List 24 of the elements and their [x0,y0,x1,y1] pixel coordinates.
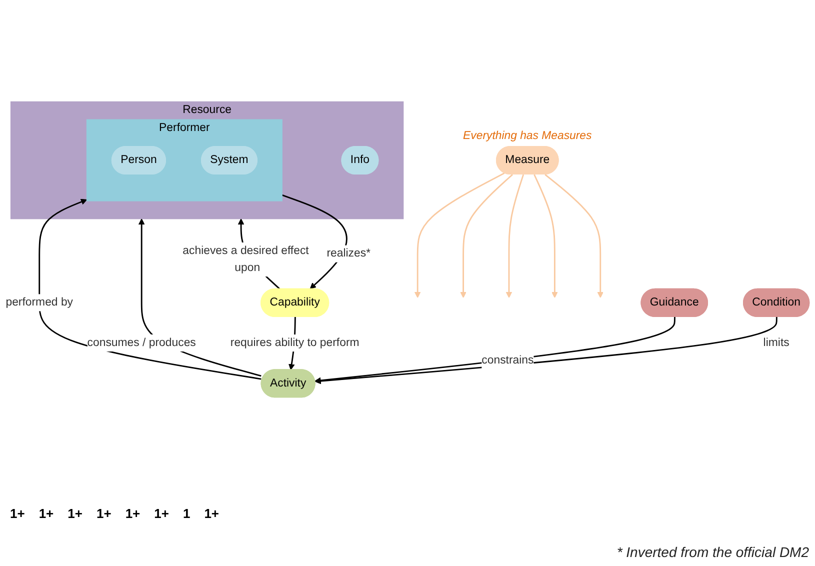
arrow [460,174,513,298]
edge-label: performed by [6,296,74,309]
edge-label: consumes / produces [87,336,196,350]
note-text: Everything has Measures [463,130,592,143]
multiplicity-label: 1 [182,506,190,521]
multiplicity-label: 1+ [38,506,54,521]
multiplicity-label: 1+ [154,506,169,521]
edge-label: constrains [482,354,534,367]
edge-label: realizes* [326,248,371,260]
arrow [506,174,524,298]
arrow [314,317,778,385]
arrow [534,174,558,298]
arrow [544,174,604,298]
multiplicity-label: 1+ [68,506,82,521]
arrow [314,317,676,384]
edge-label: requires ability to perform [230,337,360,350]
caption: * Inverted from the official DM2 [616,544,809,560]
multiplicity-label: 1+ [125,506,140,521]
multiplicity-label: 1+ [96,506,112,521]
multiplicity-label: 1+ [204,506,220,521]
arrow [414,172,505,298]
edge-label: achieves a desired effect upon [182,245,309,274]
multiplicity-label: 1+ [10,506,25,521]
edge-label: limits [763,337,790,350]
